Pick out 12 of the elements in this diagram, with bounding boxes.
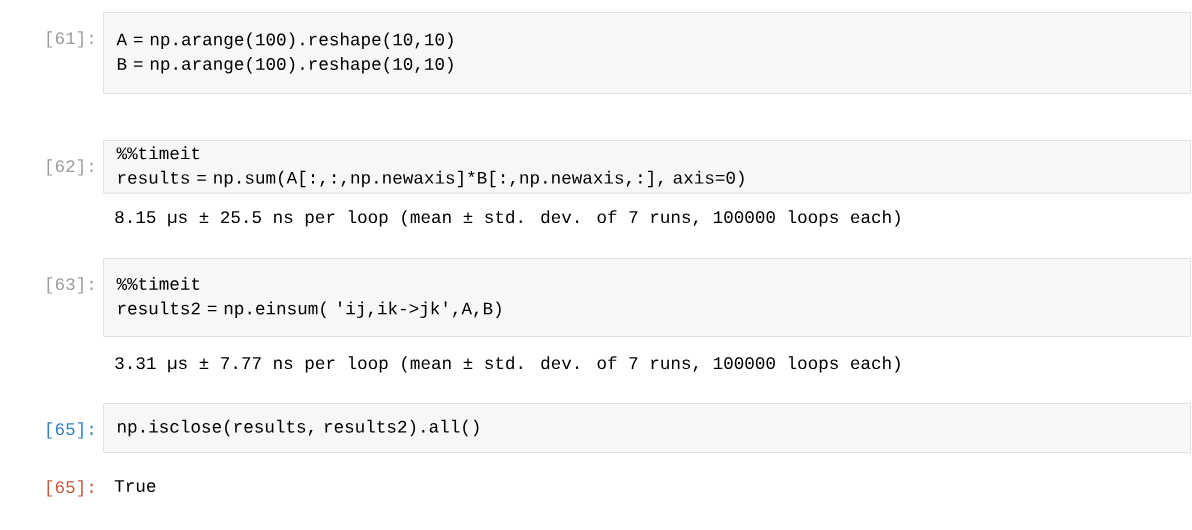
output-prompt: [65]: xyxy=(47,480,93,497)
output-text: True xyxy=(114,480,156,492)
input-prompt: [65]: xyxy=(47,422,93,439)
input-prompt: [62]: xyxy=(47,159,93,176)
input-prompt: [63]: xyxy=(47,277,93,294)
code-cell: np.isclose(results, results2).all() xyxy=(103,403,1191,453)
input-prompt: [61]: xyxy=(47,31,93,48)
output-text: 8.15 µs ± 25.5 ns per loop (mean ± std. dev. of 7 runs, 100000 loops each) xyxy=(115,210,900,227)
output-text: 3.31 µs ± 7.77 ns per loop (mean ± std. dev. of 7 runs, 100000 loops each) xyxy=(115,356,900,373)
code-cell: %%timeit results = np.sum(A[:,:,np.newaxis]*B[:,np.newaxis,:], axis=0) xyxy=(103,140,1191,194)
code-cell: %%timeit results2 = np.einsum( 'ij,ik->jk',A,B) xyxy=(103,258,1191,337)
code-cell: A = np.arange(100).reshape(10,10) B = np.arange(100).reshape(10,10) xyxy=(103,12,1191,94)
